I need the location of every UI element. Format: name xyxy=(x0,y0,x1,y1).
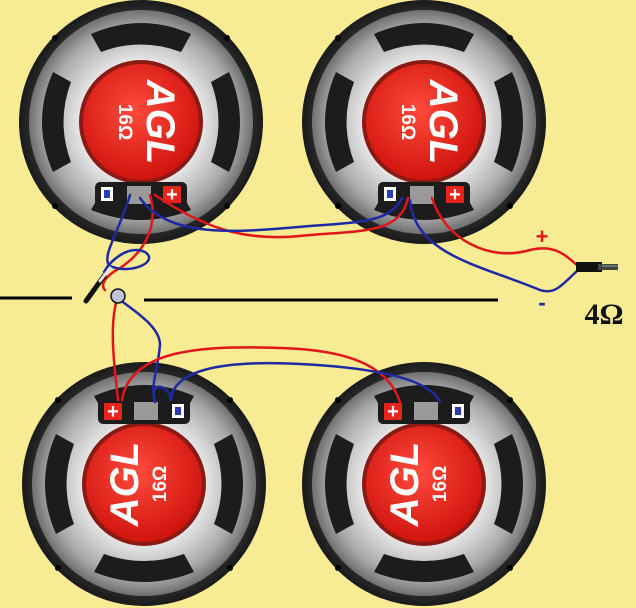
positive-sign: + xyxy=(107,401,119,423)
wire-blue-bl-to-br xyxy=(168,361,442,404)
jack-plug-center xyxy=(83,266,126,304)
speaker-impedance: 16Ω xyxy=(430,466,451,502)
positive-sign: + xyxy=(166,184,178,206)
junction-node xyxy=(110,288,126,304)
positive-terminal: + xyxy=(384,401,402,423)
speaker-brand: AGL xyxy=(383,442,427,527)
speaker-impedance: 16Ω xyxy=(150,466,171,502)
speaker-cone xyxy=(366,426,482,542)
output-jack xyxy=(576,262,618,272)
negative-terminal xyxy=(452,404,464,418)
terminal-plate xyxy=(127,186,151,204)
wire-red-bl-to-br xyxy=(120,346,402,404)
wire-blue-to-output xyxy=(408,198,580,293)
negative-terminal xyxy=(101,187,113,201)
wire-blue-bl-local xyxy=(152,385,174,404)
wire-red-to-output xyxy=(430,196,580,268)
mount-hole xyxy=(335,35,513,209)
terminal-plate xyxy=(410,186,434,204)
positive-terminal: + xyxy=(104,401,122,423)
negative-terminal xyxy=(384,187,396,201)
speaker-cone xyxy=(366,64,482,180)
speaker-top-left: AGL 16Ω + xyxy=(19,0,263,244)
speaker-top-right: AGL 16Ω + xyxy=(302,0,546,244)
mount-hole xyxy=(55,397,233,571)
positive-sign: + xyxy=(387,401,399,423)
wire-blue-tl-to-tr xyxy=(138,196,404,233)
mount-hole xyxy=(335,397,513,571)
wire-red-tl-to-tr xyxy=(153,193,410,239)
positive-terminal: + xyxy=(163,184,181,206)
speaker-cone xyxy=(86,426,202,542)
wire-red-to-bottom xyxy=(111,294,120,402)
speaker-brand: AGL xyxy=(421,79,465,164)
speaker-impedance: 16Ω xyxy=(397,104,418,140)
positive-terminal: + xyxy=(446,184,464,206)
negative-terminal xyxy=(172,404,184,418)
wire-blue-top-left xyxy=(102,193,151,274)
terminal-plate xyxy=(134,402,158,420)
speaker-bottom-left: AGL 16Ω + xyxy=(22,362,266,606)
total-impedance-label: 4Ω xyxy=(584,298,623,331)
terminal-plate xyxy=(414,402,438,420)
speaker-bottom-right: AGL 16Ω + xyxy=(302,362,546,606)
speaker-brand: AGL xyxy=(103,442,147,527)
wire-blue-to-bottom xyxy=(118,298,162,404)
positive-sign: + xyxy=(449,184,461,206)
speaker-impedance: 16Ω xyxy=(114,104,135,140)
mount-hole xyxy=(52,35,230,209)
speaker-brand: AGL xyxy=(138,79,182,164)
speaker-cone xyxy=(83,64,199,180)
output-plus-label: + xyxy=(536,224,549,249)
output-minus-label: - xyxy=(538,290,545,315)
